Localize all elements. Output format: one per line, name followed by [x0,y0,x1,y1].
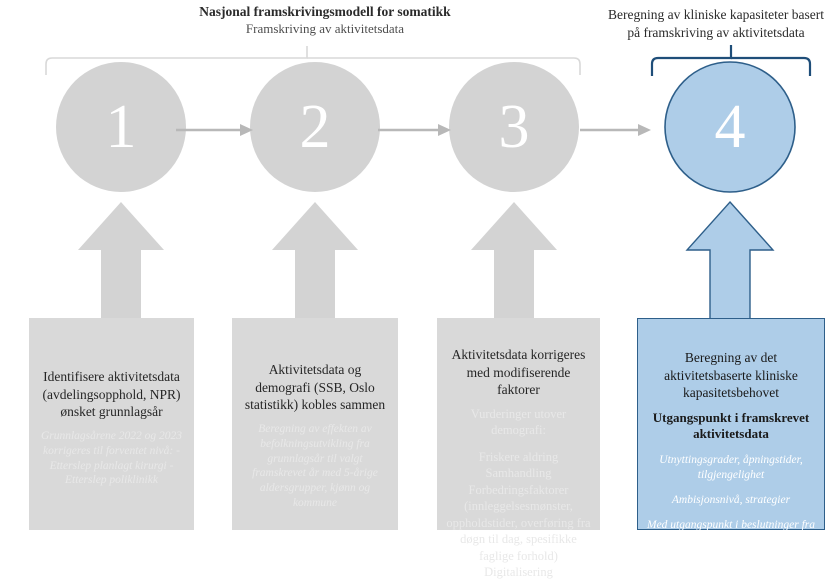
step-2-note: Beregning av effekten av befolkningsutvi… [252,422,378,510]
step-1-note: Grunnlagsårene 2022 og 2023 korrigeres t… [40,429,183,487]
gray-bracket [45,46,581,75]
step-4-note-3: Med utgangspunkt i beslutninger fra RHF [646,518,815,546]
step-3-title: Aktivitetsdata korrigeres med modifisere… [451,347,586,398]
left-group-heading: Nasjonal framskrivingsmodell for somatik… [150,4,500,37]
step-3-list: Friskere aldring Samhandling Forbedrings… [446,449,591,580]
up-arrow-1 [78,202,164,330]
up-arrow-4 [685,200,775,331]
step-box-2: Aktivitetsdata og demografi (SSB, Oslo s… [232,318,398,530]
diagram-subtitle: Framskriving av aktivitetsdata [245,20,405,36]
connector-arrow-1-2 [176,124,253,136]
right-group-title: Beregning av kliniske kapasiteter basert… [608,7,824,40]
right-group-heading: Beregning av kliniske kapasiteter basert… [600,6,832,41]
step-box-4: Beregning av det aktivitetsbaserte klini… [637,318,825,546]
step-4-note-2: Ambisjonsnivå, strategier [671,493,791,506]
step-circle-3 [449,62,579,192]
step-number-2: 2 [299,93,331,161]
step-4-title: Beregning av det aktivitetsbaserte klini… [664,350,798,401]
step-circle-1 [56,62,186,192]
step-circle-2 [250,62,380,192]
step-2-title: Aktivitetsdata og demografi (SSB, Oslo s… [244,362,386,413]
up-arrow-2 [272,202,358,330]
step-4-emphasis: Utgangspunkt i framskrevet aktivitetsdat… [652,409,810,442]
step-box-3: Aktivitetsdata korrigeres med modifisere… [437,318,600,579]
step-number-4: 4 [714,93,746,161]
step-circle-4 [664,61,796,193]
step-number-1: 1 [105,93,137,161]
step-3-lead: Vurderinger utover demografi: [470,406,567,438]
up-arrow-3 [471,202,557,330]
step-box-1: Identifisere aktivitetsdata (avdelingsop… [29,318,194,530]
connector-arrow-2-3 [378,124,451,136]
step-4-note-1: Utnyttingsgrader, åpningstider, tilgjeng… [659,453,803,481]
step-1-title: Identifisere aktivitetsdata (avdelingsop… [42,369,181,420]
diagram-title: Nasjonal framskrivingsmodell for somatik… [199,4,451,19]
connector-arrow-3-4 [580,124,651,136]
diagram-canvas [45,45,812,331]
step-number-3: 3 [498,93,530,161]
blue-bracket [650,45,812,76]
